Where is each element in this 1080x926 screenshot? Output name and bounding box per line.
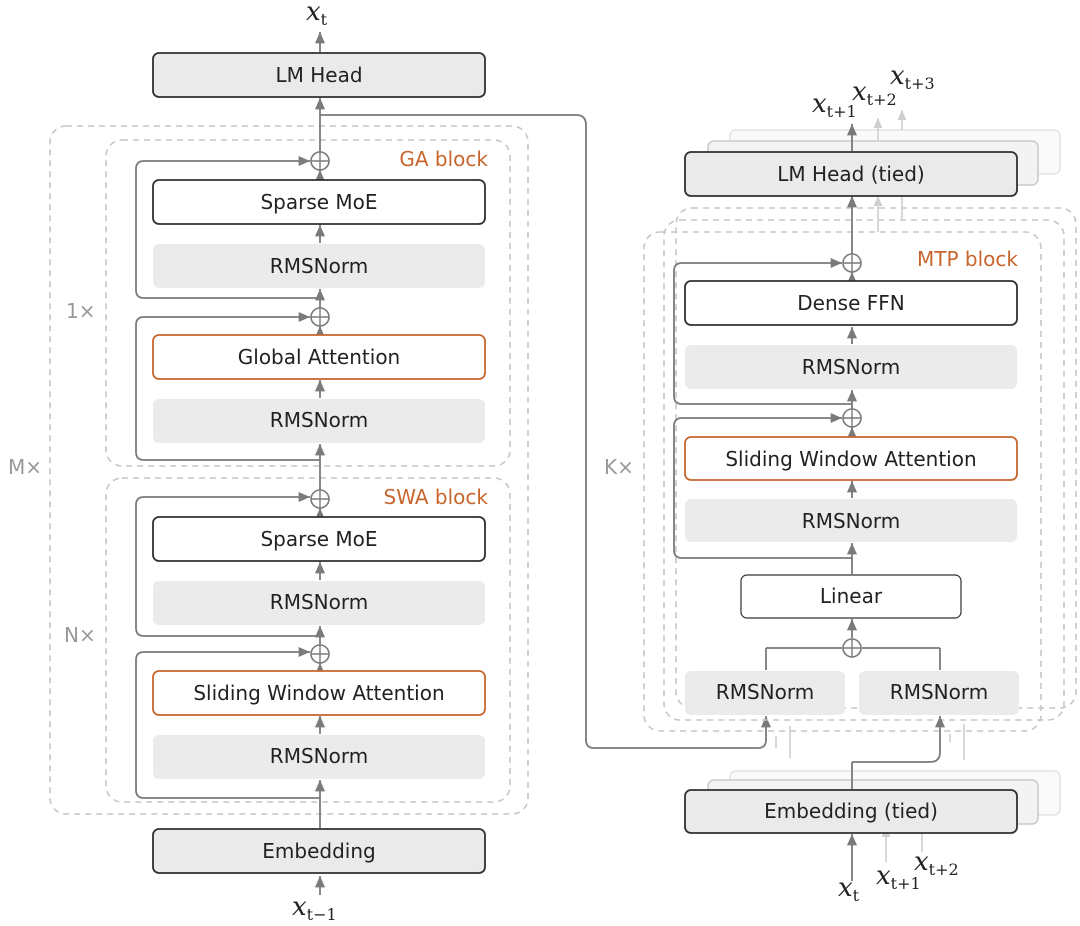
mtp-block-title: MTP block bbox=[917, 247, 1018, 271]
svg-text:Embedding: Embedding bbox=[262, 839, 375, 863]
svg-text:LM Head (tied): LM Head (tied) bbox=[777, 162, 924, 186]
swa-block-frame bbox=[105, 477, 511, 803]
swa-block-title: SWA block bbox=[384, 485, 489, 509]
add-node bbox=[310, 644, 330, 664]
sliding-window-attention-box: Sliding Window Attention bbox=[152, 670, 486, 716]
svg-text:RMSNorm: RMSNorm bbox=[802, 509, 900, 533]
add-node bbox=[310, 489, 330, 509]
ga-count-label: 1× bbox=[66, 299, 95, 323]
swa-sparse-moe-box: Sparse MoE bbox=[152, 516, 486, 562]
svg-text:RMSNorm: RMSNorm bbox=[270, 254, 368, 278]
dense-ffn-box: Dense FFN bbox=[684, 280, 1018, 326]
svg-text:Embedding (tied): Embedding (tied) bbox=[764, 799, 938, 823]
ga-rmsnorm-ffn-box: RMSNorm bbox=[153, 244, 485, 288]
svg-text:RMSNorm: RMSNorm bbox=[890, 680, 988, 704]
m-repeat-frame bbox=[49, 125, 529, 815]
add-node bbox=[310, 307, 330, 327]
swa-count-label: N× bbox=[64, 623, 96, 647]
mtp-rmsnorm-hidden-box: RMSNorm bbox=[685, 671, 845, 715]
svg-text:Linear: Linear bbox=[820, 584, 883, 608]
mtp-output-token-label: xt+1 bbox=[812, 89, 857, 121]
ga-block-frame bbox=[105, 139, 511, 467]
m-repeat-label: M× bbox=[8, 455, 42, 479]
mtp-sliding-window-attention-box: Sliding Window Attention bbox=[684, 436, 1018, 481]
lm-head-box: LM Head bbox=[152, 52, 486, 98]
ga-sparse-moe-box: Sparse MoE bbox=[152, 179, 486, 225]
svg-text:Global Attention: Global Attention bbox=[238, 345, 400, 369]
mtp-output-token-label: xt+2 bbox=[852, 77, 897, 109]
output-token-label: xt bbox=[306, 0, 328, 29]
ga-rmsnorm-attn-box: RMSNorm bbox=[153, 399, 485, 443]
mtp-rmsnorm-embed-box: RMSNorm bbox=[859, 671, 1019, 715]
svg-text:RMSNorm: RMSNorm bbox=[802, 355, 900, 379]
mtp-input-token-label: xt+1 bbox=[876, 861, 921, 893]
linear-box: Linear bbox=[740, 574, 962, 619]
embedding-box: Embedding bbox=[152, 828, 486, 874]
add-node bbox=[310, 151, 330, 171]
svg-text:Sparse MoE: Sparse MoE bbox=[260, 527, 377, 551]
svg-text:RMSNorm: RMSNorm bbox=[716, 680, 814, 704]
mtp-rmsnorm-attn-box: RMSNorm bbox=[685, 499, 1017, 542]
swa-rmsnorm-attn-box: RMSNorm bbox=[153, 735, 485, 779]
mtp-input-token-label: xt+2 bbox=[914, 847, 959, 879]
ga-block-title: GA block bbox=[399, 147, 488, 171]
svg-text:RMSNorm: RMSNorm bbox=[270, 408, 368, 432]
svg-text:LM Head: LM Head bbox=[275, 63, 362, 87]
add-node bbox=[842, 253, 862, 273]
global-attention-box: Global Attention bbox=[152, 334, 486, 380]
svg-text:Sliding Window Attention: Sliding Window Attention bbox=[725, 447, 976, 471]
svg-text:Sparse MoE: Sparse MoE bbox=[260, 190, 377, 214]
svg-text:Sliding Window Attention: Sliding Window Attention bbox=[193, 681, 444, 705]
svg-text:Dense FFN: Dense FFN bbox=[797, 291, 904, 315]
mtp-shadow-frame bbox=[663, 219, 1065, 721]
svg-text:RMSNorm: RMSNorm bbox=[270, 590, 368, 614]
k-repeat-label: K× bbox=[604, 455, 634, 479]
svg-text:RMSNorm: RMSNorm bbox=[270, 744, 368, 768]
mtp-output-token-label: xt+3 bbox=[890, 61, 935, 93]
swa-rmsnorm-ffn-box: RMSNorm bbox=[153, 581, 485, 625]
mtp-input-token-label: xt bbox=[838, 873, 860, 905]
add-node bbox=[842, 408, 862, 428]
mtp-rmsnorm-ffn-box: RMSNorm bbox=[685, 345, 1017, 389]
lm-head-tied-box: LM Head (tied) bbox=[684, 151, 1018, 197]
add-node bbox=[842, 638, 862, 658]
embedding-tied-box: Embedding (tied) bbox=[684, 789, 1018, 834]
input-token-label: xt−1 bbox=[292, 892, 337, 924]
